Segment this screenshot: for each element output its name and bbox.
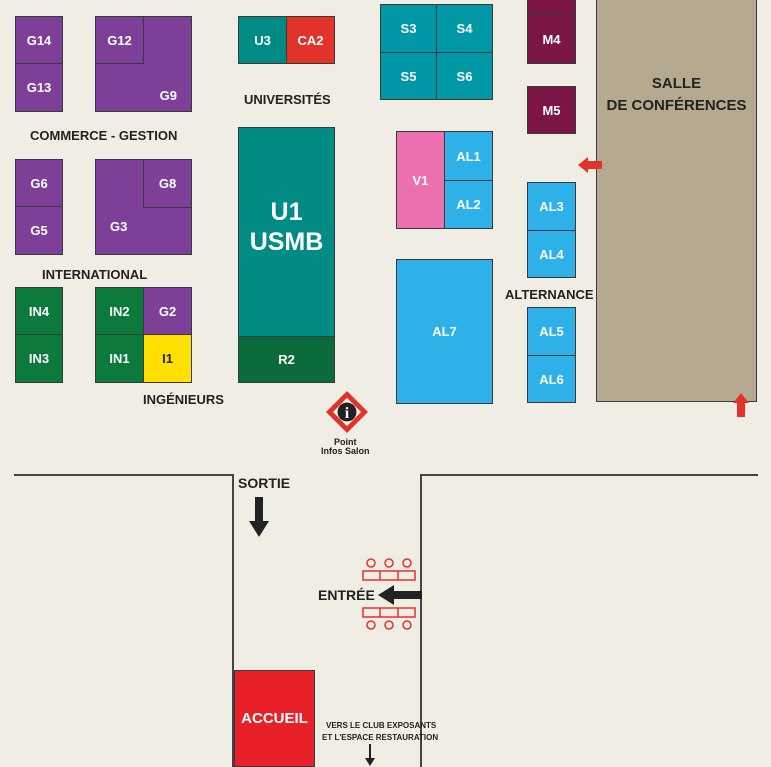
- stand-al2[interactable]: AL2: [444, 180, 493, 229]
- stand-u3[interactable]: U3: [238, 16, 287, 64]
- arrow-left-red-icon: [578, 157, 602, 173]
- stand-label: AL1: [456, 148, 481, 164]
- turnstile-bottom-icon: [362, 607, 416, 630]
- info-point-icon: i: [326, 391, 368, 433]
- stand-label: G8: [158, 176, 177, 191]
- stand-r2[interactable]: R2: [238, 336, 335, 383]
- stand-label: G14: [26, 32, 52, 48]
- stand-al6[interactable]: AL6: [527, 355, 576, 403]
- direction-label-line2: ET L'ESPACE RESTAURATION: [322, 733, 439, 742]
- stand-label: IN4: [28, 303, 50, 319]
- conference-room-line1: SALLE: [651, 75, 702, 92]
- stand-label: IN1: [109, 351, 130, 366]
- info-point-label-line2: Infos Salon: [321, 446, 370, 456]
- stand-label: IN2: [109, 303, 130, 319]
- stand-al1[interactable]: AL1: [444, 131, 493, 181]
- arrow-up-red-icon: [733, 393, 749, 417]
- stand-g8[interactable]: G8: [143, 159, 192, 208]
- stand-label: AL4: [539, 246, 564, 262]
- stand-label: G13: [26, 80, 52, 95]
- wall-right-top: [420, 474, 758, 476]
- stand-in1[interactable]: IN1: [95, 334, 144, 383]
- stand-label: G9: [159, 88, 177, 103]
- stand-label: CA2: [297, 32, 324, 48]
- wall-right-vertical: [420, 474, 422, 767]
- stand-label: AL5: [539, 324, 564, 339]
- stand-m-top[interactable]: [527, 0, 576, 16]
- stand-u1-line1: U1: [270, 198, 303, 226]
- stand-u1[interactable]: U1 USMB: [238, 127, 335, 337]
- stand-g13[interactable]: G13: [15, 63, 63, 112]
- stand-label: G2: [158, 303, 177, 319]
- stand-al4[interactable]: AL4: [527, 230, 576, 278]
- info-point-label-line1: Point: [334, 437, 357, 447]
- entrance-label: ENTRÉE: [318, 587, 375, 603]
- stand-in3[interactable]: IN3: [15, 334, 63, 383]
- stand-label: AL2: [456, 197, 481, 212]
- stand-al7[interactable]: AL7: [396, 259, 493, 404]
- stand-v1[interactable]: V1: [396, 131, 445, 229]
- stand-g2[interactable]: G2: [143, 287, 192, 335]
- reception-label: ACCUEIL: [241, 710, 308, 727]
- stand-i1[interactable]: I1: [143, 334, 192, 383]
- stand-s6[interactable]: S6: [436, 52, 493, 100]
- zone-label-international: INTERNATIONAL: [42, 267, 148, 282]
- stand-u1-line2: USMB: [249, 228, 324, 256]
- zone-label-ingenieurs: INGÉNIEURS: [143, 392, 224, 407]
- stand-label: AL7: [432, 324, 457, 339]
- stand-s5[interactable]: S5: [380, 52, 437, 100]
- reception-desk[interactable]: ACCUEIL: [234, 670, 315, 767]
- exit-label: SORTIE: [238, 475, 291, 491]
- stand-label: S6: [456, 68, 473, 84]
- wall-left-top: [14, 474, 234, 476]
- turnstile-top-icon: [362, 558, 416, 581]
- stand-label: M4: [542, 32, 561, 47]
- stand-label: G12: [107, 32, 132, 48]
- stand-label: G3: [110, 218, 128, 234]
- stand-label: G5: [30, 223, 48, 238]
- info-point-symbol: i: [345, 405, 350, 422]
- stand-label: I1: [162, 351, 173, 366]
- stand-g14[interactable]: G14: [15, 16, 63, 64]
- wall-left-vertical: [232, 474, 234, 767]
- stand-label: G6: [30, 175, 48, 191]
- stand-label: U3: [254, 32, 271, 48]
- stand-label: M5: [542, 102, 561, 118]
- stand-label: S3: [400, 21, 417, 36]
- zone-label-alternance: ALTERNANCE: [505, 287, 594, 302]
- arrow-down-exit-icon: [249, 497, 269, 537]
- stand-label: AL3: [539, 199, 564, 214]
- stand-g5[interactable]: G5: [15, 206, 63, 255]
- stand-label: R2: [278, 352, 295, 367]
- conference-room[interactable]: SALLE DE CONFÉRENCES: [596, 0, 757, 402]
- stand-g6[interactable]: G6: [15, 159, 63, 207]
- stand-al5[interactable]: AL5: [527, 307, 576, 356]
- zone-label-commerce: COMMERCE - GESTION: [30, 128, 178, 143]
- zone-label-universites: UNIVERSITÉS: [244, 92, 331, 107]
- conference-room-line2: DE CONFÉRENCES: [606, 97, 747, 114]
- stand-g12[interactable]: G12: [95, 16, 144, 64]
- stand-m4[interactable]: M4: [527, 15, 576, 64]
- stand-in2[interactable]: IN2: [95, 287, 144, 335]
- arrow-left-entrance-icon: [378, 585, 422, 605]
- stand-s4[interactable]: S4: [436, 4, 493, 53]
- arrow-down-restaurant-icon: [365, 744, 375, 766]
- stand-label: S5: [400, 68, 417, 84]
- stand-s3[interactable]: S3: [380, 4, 437, 53]
- direction-label-line1: VERS LE CLUB EXPOSANTS: [326, 721, 437, 730]
- stand-label: S4: [456, 21, 473, 36]
- stand-al3[interactable]: AL3: [527, 182, 576, 231]
- stand-ca2[interactable]: CA2: [286, 16, 335, 64]
- stand-label: IN3: [28, 351, 50, 366]
- stand-in4[interactable]: IN4: [15, 287, 63, 335]
- stand-label: V1: [412, 172, 429, 188]
- stand-m5[interactable]: M5: [527, 86, 576, 134]
- stand-label: AL6: [539, 371, 564, 387]
